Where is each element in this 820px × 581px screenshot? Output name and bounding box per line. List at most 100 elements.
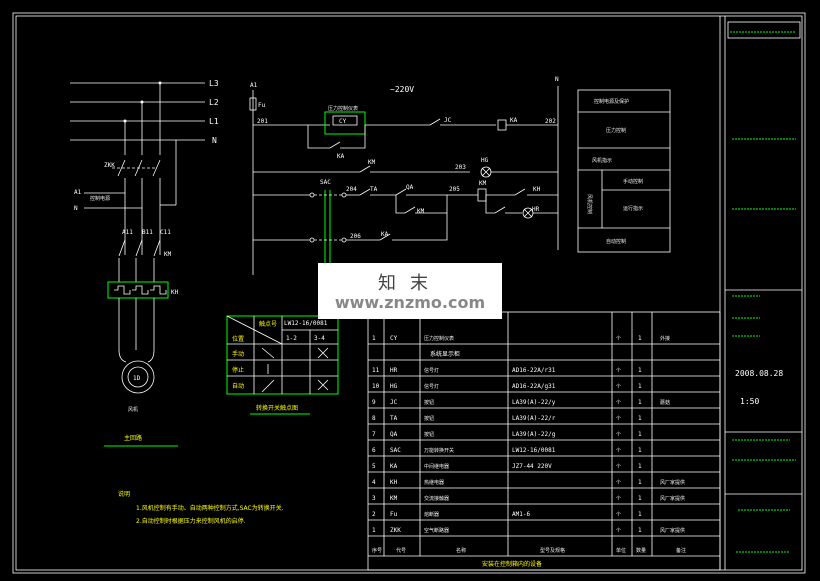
parts-cell-no: 7 — [372, 431, 376, 438]
control-n: N — [555, 76, 559, 83]
sac-label: SAC — [320, 179, 331, 186]
parts-cell-qty: 1 — [638, 383, 642, 390]
parts-cell-model: JZ7-44 220V — [512, 463, 552, 470]
fuse-label: Fu — [258, 102, 266, 109]
parts-cell-unit: 个 — [616, 368, 621, 374]
main-circuit: L3 L2 L1 N ZKK A1 N 控制电源 A11 B11 C11 KM — [70, 79, 219, 447]
title-date: 2008.08.28 — [735, 369, 783, 378]
node-205: 206 — [350, 233, 361, 240]
node-202: 202 — [545, 118, 556, 125]
hr-label: HR — [532, 206, 540, 213]
note-line-2: 2.自动控制时根据压力来控制风机的启停. — [136, 517, 246, 525]
notes-title: 说明 — [118, 490, 130, 498]
kh-label: KH — [533, 186, 541, 193]
motor-caption: 风机 — [128, 406, 138, 413]
fn-indicator: 风机指示 — [592, 157, 612, 164]
parts-cell-model: 系统显示柜 — [430, 350, 460, 358]
switch-row-auto: 自动 — [232, 382, 244, 390]
parts-cell-name: 空气断路器 — [424, 527, 449, 534]
switch-table: 触点号 LW12-16/0081 1-2 3-4 位置 手动 停止 自动 转换开… — [226, 315, 339, 415]
parts-cell-unit: 个 — [616, 416, 621, 422]
parts-cell-model: AD16-22A/g31 — [512, 383, 556, 390]
switch-row-manual: 手动 — [232, 350, 244, 358]
contact-c11: C11 — [160, 229, 171, 236]
node-206: 205 — [449, 186, 460, 193]
watermark-cn: 知末 — [378, 273, 442, 294]
contact-a11: A11 — [122, 229, 133, 236]
parts-cell-unit: 个 — [616, 336, 621, 342]
parts-cell-code: KM — [390, 495, 398, 502]
parts-cell-name: 交流接触器 — [424, 495, 449, 502]
feed-a1: A1 — [74, 189, 82, 196]
parts-cell-model: LA39(A)-22/g — [512, 431, 556, 438]
phase-l2: L2 — [209, 98, 219, 107]
parts-cell-code: JC — [390, 399, 398, 406]
ta-label: TA — [370, 186, 378, 193]
parts-cell-code: HG — [390, 383, 398, 390]
parts-cell-no: 1 — [372, 335, 376, 342]
parts-cell-qty: 1 — [638, 367, 642, 374]
parts-cell-code: QA — [390, 431, 398, 438]
parts-cell-model: AD16-22A/r31 — [512, 367, 556, 374]
parts-cell-no: 5 — [372, 463, 376, 470]
control-circuit: A1 N ~220V Fu 201 202 CY 压力控制仪表 JC KA KA… — [249, 76, 559, 275]
voltage-label: ~220V — [390, 85, 414, 94]
hdr-name: 名称 — [456, 547, 466, 554]
cy-label: CY — [339, 118, 347, 125]
fn-pressure: 压力控制 — [606, 127, 626, 134]
parts-cell-no: 11 — [372, 367, 380, 374]
ka-coil-label: KA — [510, 117, 518, 124]
notes: 说明 1.风机控制有手动、自动两种控制方式,SAC为转换开关. 2.自动控制时根… — [118, 490, 284, 525]
outer-frame — [12, 12, 806, 574]
parts-cell-name: 按钮 — [424, 399, 434, 406]
contact-b11: B11 — [142, 229, 153, 236]
contactor-label: KM — [164, 251, 172, 258]
function-box: 控制电源及保护 压力控制 风机指示 手动控制 运行指示 自动控制 风机控制 — [577, 89, 671, 253]
phase-n: N — [212, 136, 217, 145]
parts-cell-name: 信号灯 — [424, 383, 439, 390]
node-203: 203 — [455, 164, 466, 171]
switch-row-stop: 停止 — [232, 366, 244, 374]
parts-cell-no: 9 — [372, 399, 376, 406]
parts-cell-qty: 1 — [638, 399, 642, 406]
parts-cell-code: HR — [390, 367, 398, 374]
parts-cell-note: 外接 — [660, 335, 670, 342]
parts-cell-model: AM1-6 — [512, 511, 530, 518]
hdr-note: 备注 — [676, 547, 686, 554]
fn-running: 运行指示 — [623, 205, 643, 212]
switch-header: 触点号 — [259, 320, 277, 328]
cy-note: 压力控制仪表 — [328, 105, 358, 112]
parts-cell-unit: 个 — [616, 400, 621, 406]
parts-footer: 安装在控制箱内的设备 — [482, 560, 542, 568]
fn-side: 风机控制 — [586, 194, 593, 214]
parts-cell-unit: 个 — [616, 496, 621, 502]
ka-auto-label: KA — [381, 231, 389, 238]
hdr-code: 代号 — [396, 547, 406, 554]
switch-model: LW12-16/0081 — [284, 320, 328, 327]
parts-cell-name: 熔断器 — [424, 511, 439, 518]
fn-manual: 手动控制 — [623, 178, 643, 185]
switch-col-2: 3-4 — [314, 335, 325, 342]
relay-label: KH — [171, 289, 179, 296]
parts-cell-qty: 1 — [638, 495, 642, 502]
parts-cell-note: 风厂家提供 — [660, 479, 685, 486]
parts-cell-no: 10 — [372, 383, 380, 390]
parts-cell-unit: 个 — [616, 448, 621, 454]
parts-cell-name: 压力控制仪表 — [424, 335, 454, 342]
switch-col-1: 1-2 — [286, 335, 297, 342]
parts-cell-qty: 1 — [638, 479, 642, 486]
parts-cell-note: 风厂家提供 — [660, 527, 685, 534]
jc-label: JC — [444, 117, 452, 124]
motor-symbol — [121, 360, 155, 394]
parts-cell-code: CY — [390, 335, 398, 342]
parts-cell-qty: 1 — [638, 447, 642, 454]
parts-cell-name: 按钮 — [424, 431, 434, 438]
parts-cell-unit: 个 — [616, 480, 621, 486]
parts-cell-qty: 1 — [638, 415, 642, 422]
parts-cell-qty: 1 — [638, 511, 642, 518]
parts-cell-no: 2 — [372, 511, 376, 518]
parts-cell-qty: 1 — [638, 463, 642, 470]
hdr-qty: 数量 — [636, 547, 646, 554]
